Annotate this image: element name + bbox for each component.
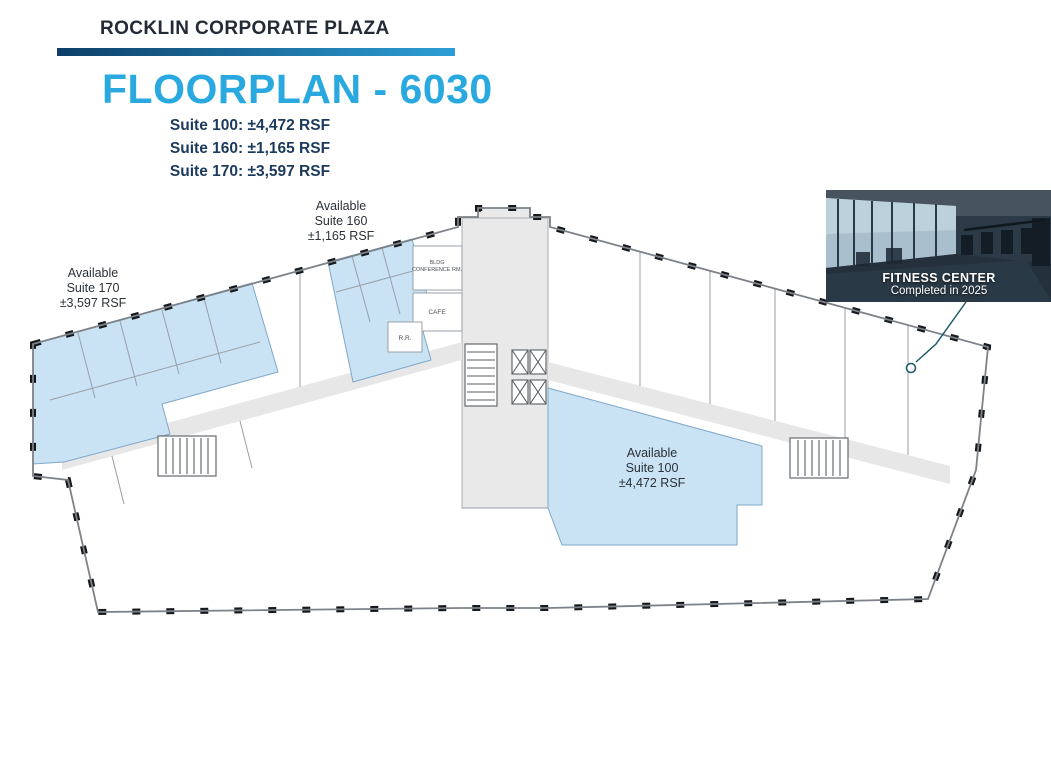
building-outline [32,207,989,613]
svg-text:BLDG: BLDG [430,260,445,266]
suite-100-label: Available Suite 100 ±4,472 RSF [619,446,686,490]
conference-room [412,245,463,291]
svg-text:±3,597 RSF: ±3,597 RSF [60,296,127,310]
suite-summary: Suite 100: ±4,472 RSF Suite 160: ±1,165 … [110,114,390,183]
suite-summary-line: Suite 170: ±3,597 RSF [169,163,331,180]
core-rooms [387,245,463,353]
svg-text:Available: Available [68,266,119,280]
suite-170-label: Available Suite 170 ±3,597 RSF [60,266,127,310]
svg-text:Available: Available [627,446,678,460]
svg-text:Suite 100: Suite 100 [626,461,679,475]
suite-170-area [32,282,279,465]
restroom [387,321,423,353]
stairs-right [789,437,849,479]
fitness-center-subtitle: Completed in 2025 [890,285,988,297]
svg-text:±4,472 RSF: ±4,472 RSF [619,476,686,490]
suite-100-area [547,387,763,546]
gym-photo-illustration [826,190,1051,302]
plaza-name: ROCKLIN CORPORATE PLAZA [100,18,390,39]
stairs-left [157,435,217,477]
svg-text:Suite 160: Suite 160 [315,214,368,228]
elevator-bank [511,349,547,405]
suite-summary-line: Suite 160: ±1,165 RSF [169,140,331,157]
fitness-center-photo: FITNESS CENTER Completed in 2025 [826,190,1051,302]
fitness-caption: FITNESS CENTER Completed in 2025 [826,271,1051,297]
fitness-leader-line [905,301,967,374]
fitness-center-title: FITNESS CENTER [882,271,996,285]
svg-text:±1,165 RSF: ±1,165 RSF [308,229,375,243]
interior-partitions [49,247,909,509]
svg-text:R.R.: R.R. [399,335,412,342]
svg-text:CONFERENCE RM.: CONFERENCE RM. [412,267,463,273]
floorplan-title: FLOORPLAN - 6030 [102,66,493,112]
header-underline [57,48,455,56]
svg-text:Available: Available [316,199,367,213]
suite-summary-line: Suite 100: ±4,472 RSF [169,117,331,134]
core-stair [464,343,498,407]
fitness-location-marker [905,362,917,374]
svg-text:CAFE: CAFE [428,309,446,316]
svg-text:Suite 170: Suite 170 [67,281,120,295]
room-labels: BLDG CONFERENCE RM. CAFE R.R. [399,260,463,342]
suite-160-label: Available Suite 160 ±1,165 RSF [308,199,375,243]
